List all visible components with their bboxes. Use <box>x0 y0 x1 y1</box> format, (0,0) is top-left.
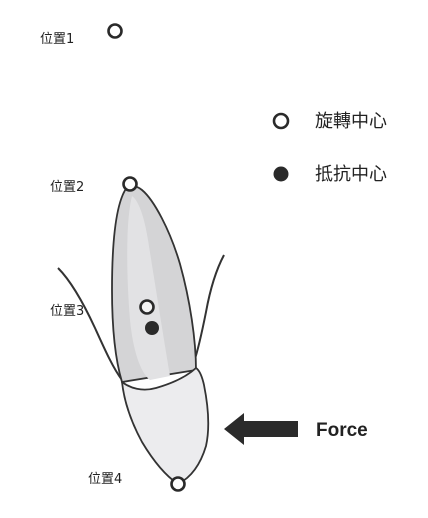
force-label: Force <box>316 420 368 441</box>
position-3-label: 位置3 <box>50 304 84 319</box>
filled-circle-icon <box>273 166 289 182</box>
tooth-root-highlight <box>127 196 170 380</box>
position-4-label: 位置4 <box>88 472 122 487</box>
position-1-marker <box>107 23 123 39</box>
left-arrow-icon <box>224 413 298 445</box>
position-4-marker <box>170 476 186 492</box>
position-2-marker <box>122 176 138 192</box>
resistance-center-marker <box>145 321 159 335</box>
legend-resistance-center-label: 抵抗中心 <box>315 164 387 185</box>
open-circle-icon <box>272 112 290 130</box>
position-3-marker <box>139 299 155 315</box>
bone-line-left <box>57 267 123 381</box>
tooth-crown <box>120 366 210 486</box>
bone-line-right <box>193 254 225 363</box>
legend-rotation-center-label: 旋轉中心 <box>315 111 387 132</box>
position-2-label: 位置2 <box>50 180 84 195</box>
position-1-label: 位置1 <box>40 32 74 47</box>
